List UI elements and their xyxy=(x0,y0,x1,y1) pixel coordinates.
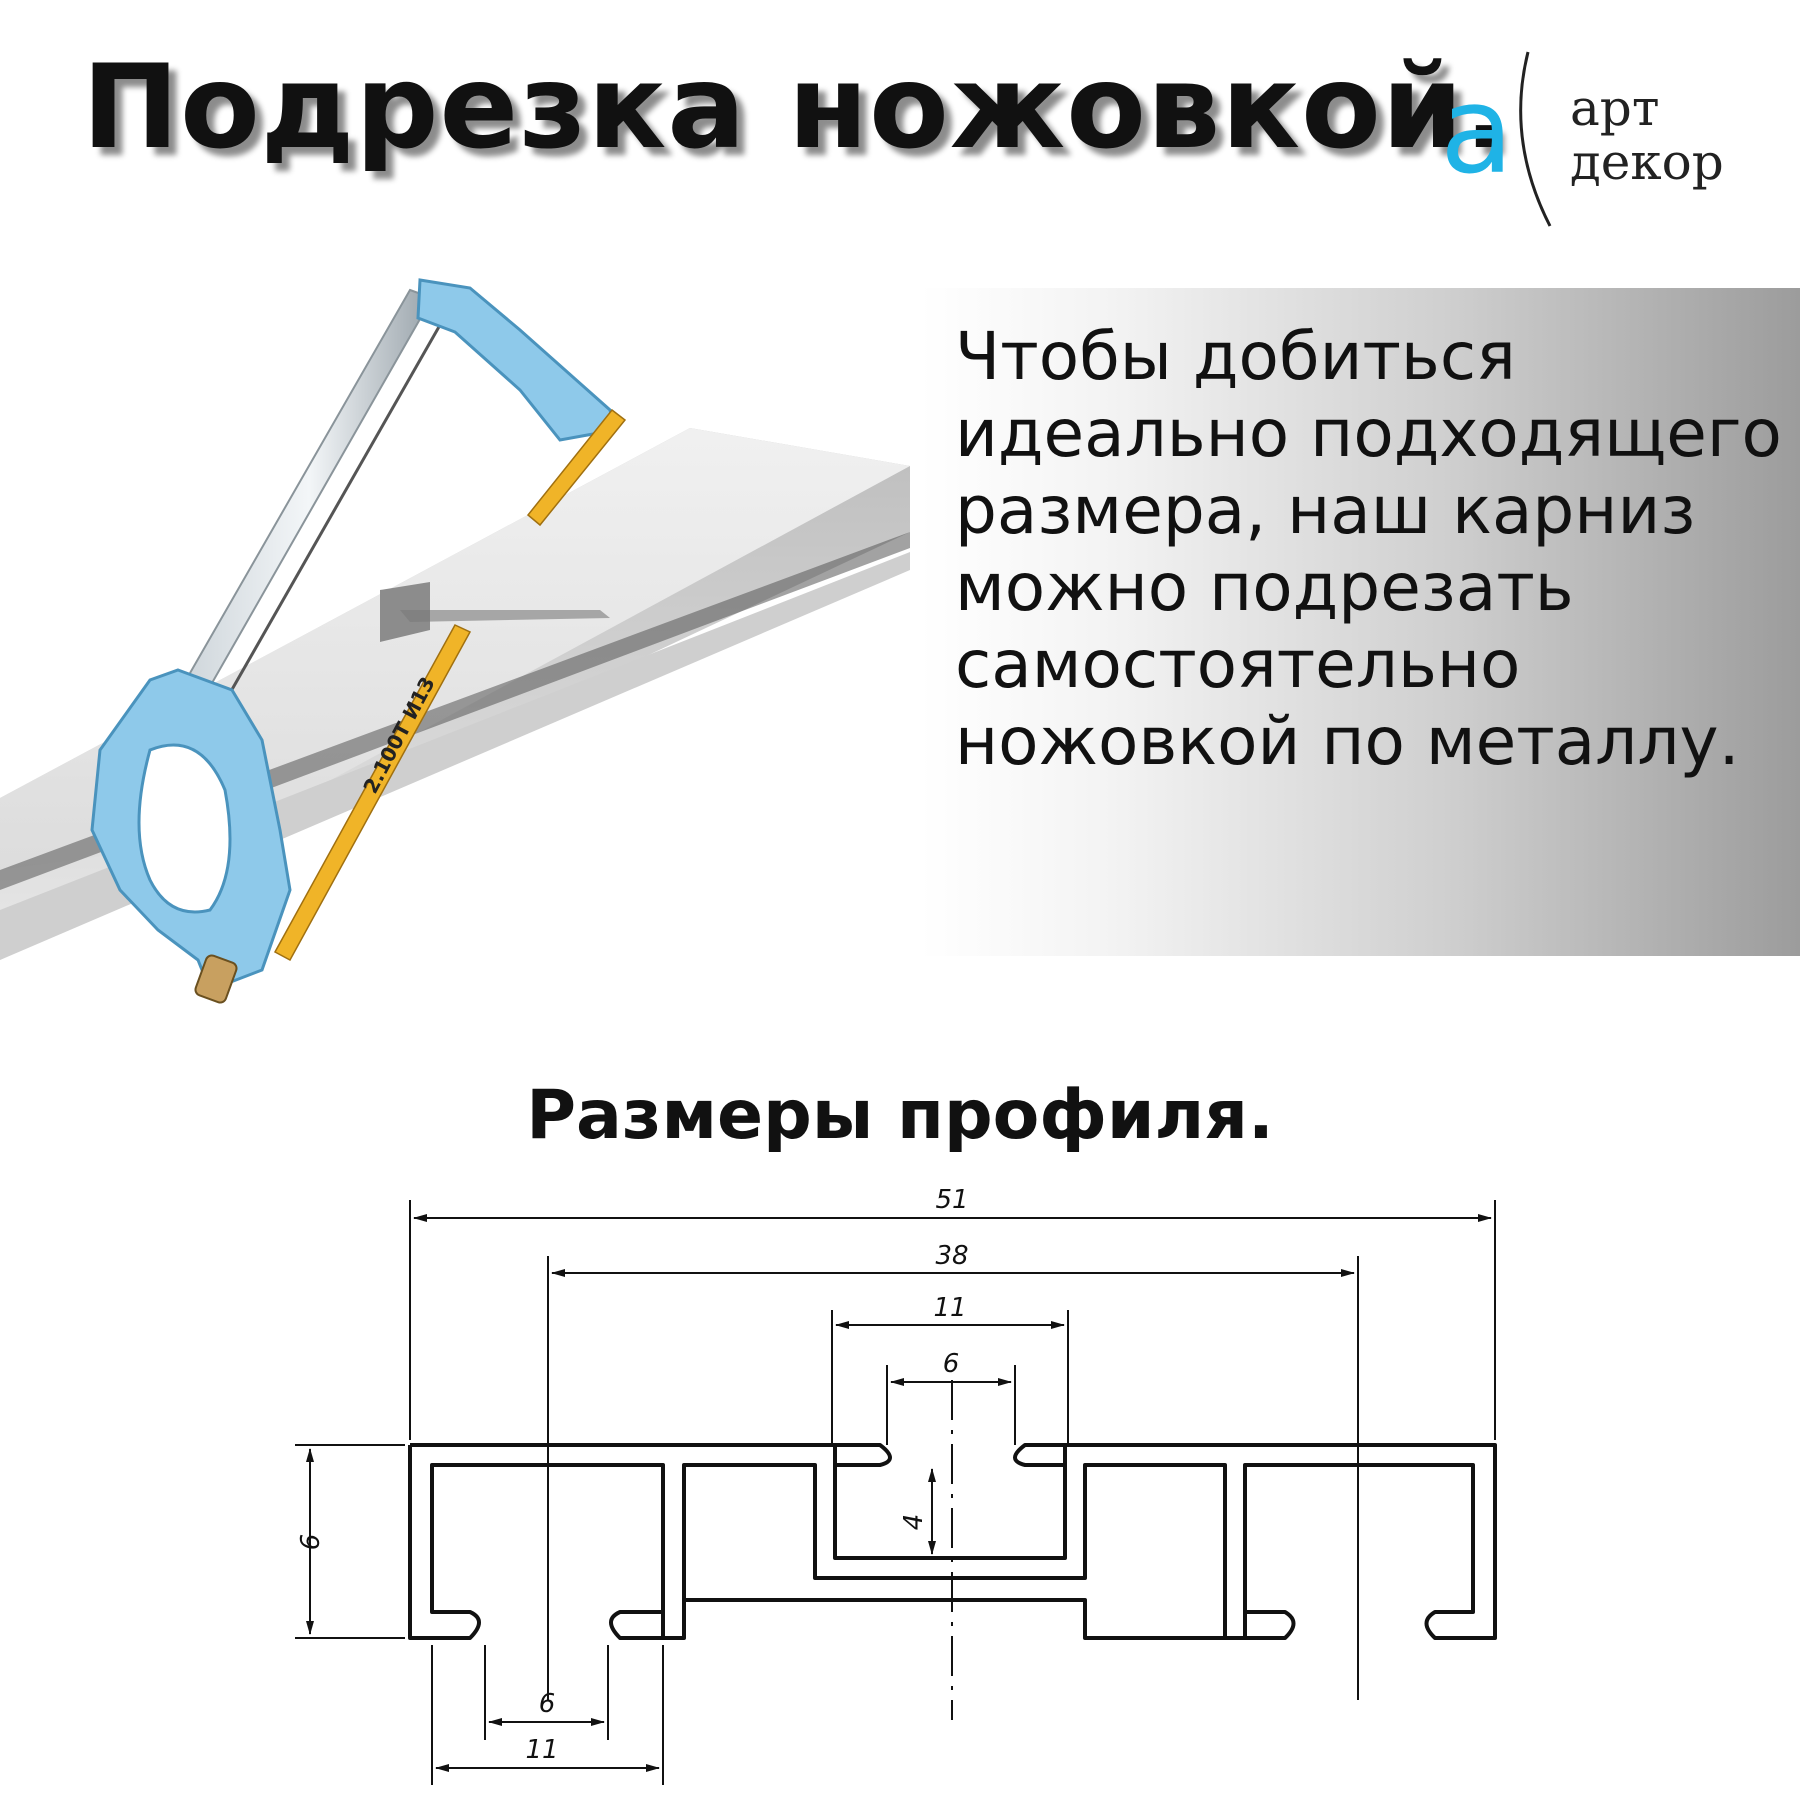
dim-label-bottom-slot-inner: 6 xyxy=(539,1689,556,1719)
brand-logo: a арт декор xyxy=(1440,50,1740,230)
profile-section-title: Размеры профиля. xyxy=(526,1076,1274,1155)
dim-label-bottom-slot-outer: 11 xyxy=(525,1735,558,1765)
logo-text-line1: арт xyxy=(1570,79,1660,137)
dim-label-height: 9 xyxy=(293,1534,323,1551)
logo-text-line2: декор xyxy=(1570,133,1724,191)
dim-label-top-slot-outer: 11 xyxy=(933,1293,966,1323)
dimension-labels: 51 38 11 6 4 9 6 11 xyxy=(293,1185,969,1765)
dim-label-overall-width: 51 xyxy=(935,1185,968,1215)
profile-dimension-drawing: 51 38 11 6 4 9 6 11 xyxy=(293,1185,1497,1785)
dim-label-top-slot-inner: 6 xyxy=(943,1349,960,1379)
hacksaw-cutting-rail-image: 2.100T И13 xyxy=(0,278,910,1004)
dim-label-depth: 4 xyxy=(899,1514,929,1531)
dimension-lines xyxy=(295,1200,1496,1785)
info-panel xyxy=(920,288,1800,956)
info-panel-text: Чтобы добиться идеально подходящего разм… xyxy=(955,318,1782,780)
dim-label-inner-width: 38 xyxy=(935,1241,968,1271)
logo-mark: a xyxy=(1440,62,1514,201)
logo-arc-icon xyxy=(1519,51,1552,227)
page-title: Подрезка ножовкой. xyxy=(82,40,1510,175)
